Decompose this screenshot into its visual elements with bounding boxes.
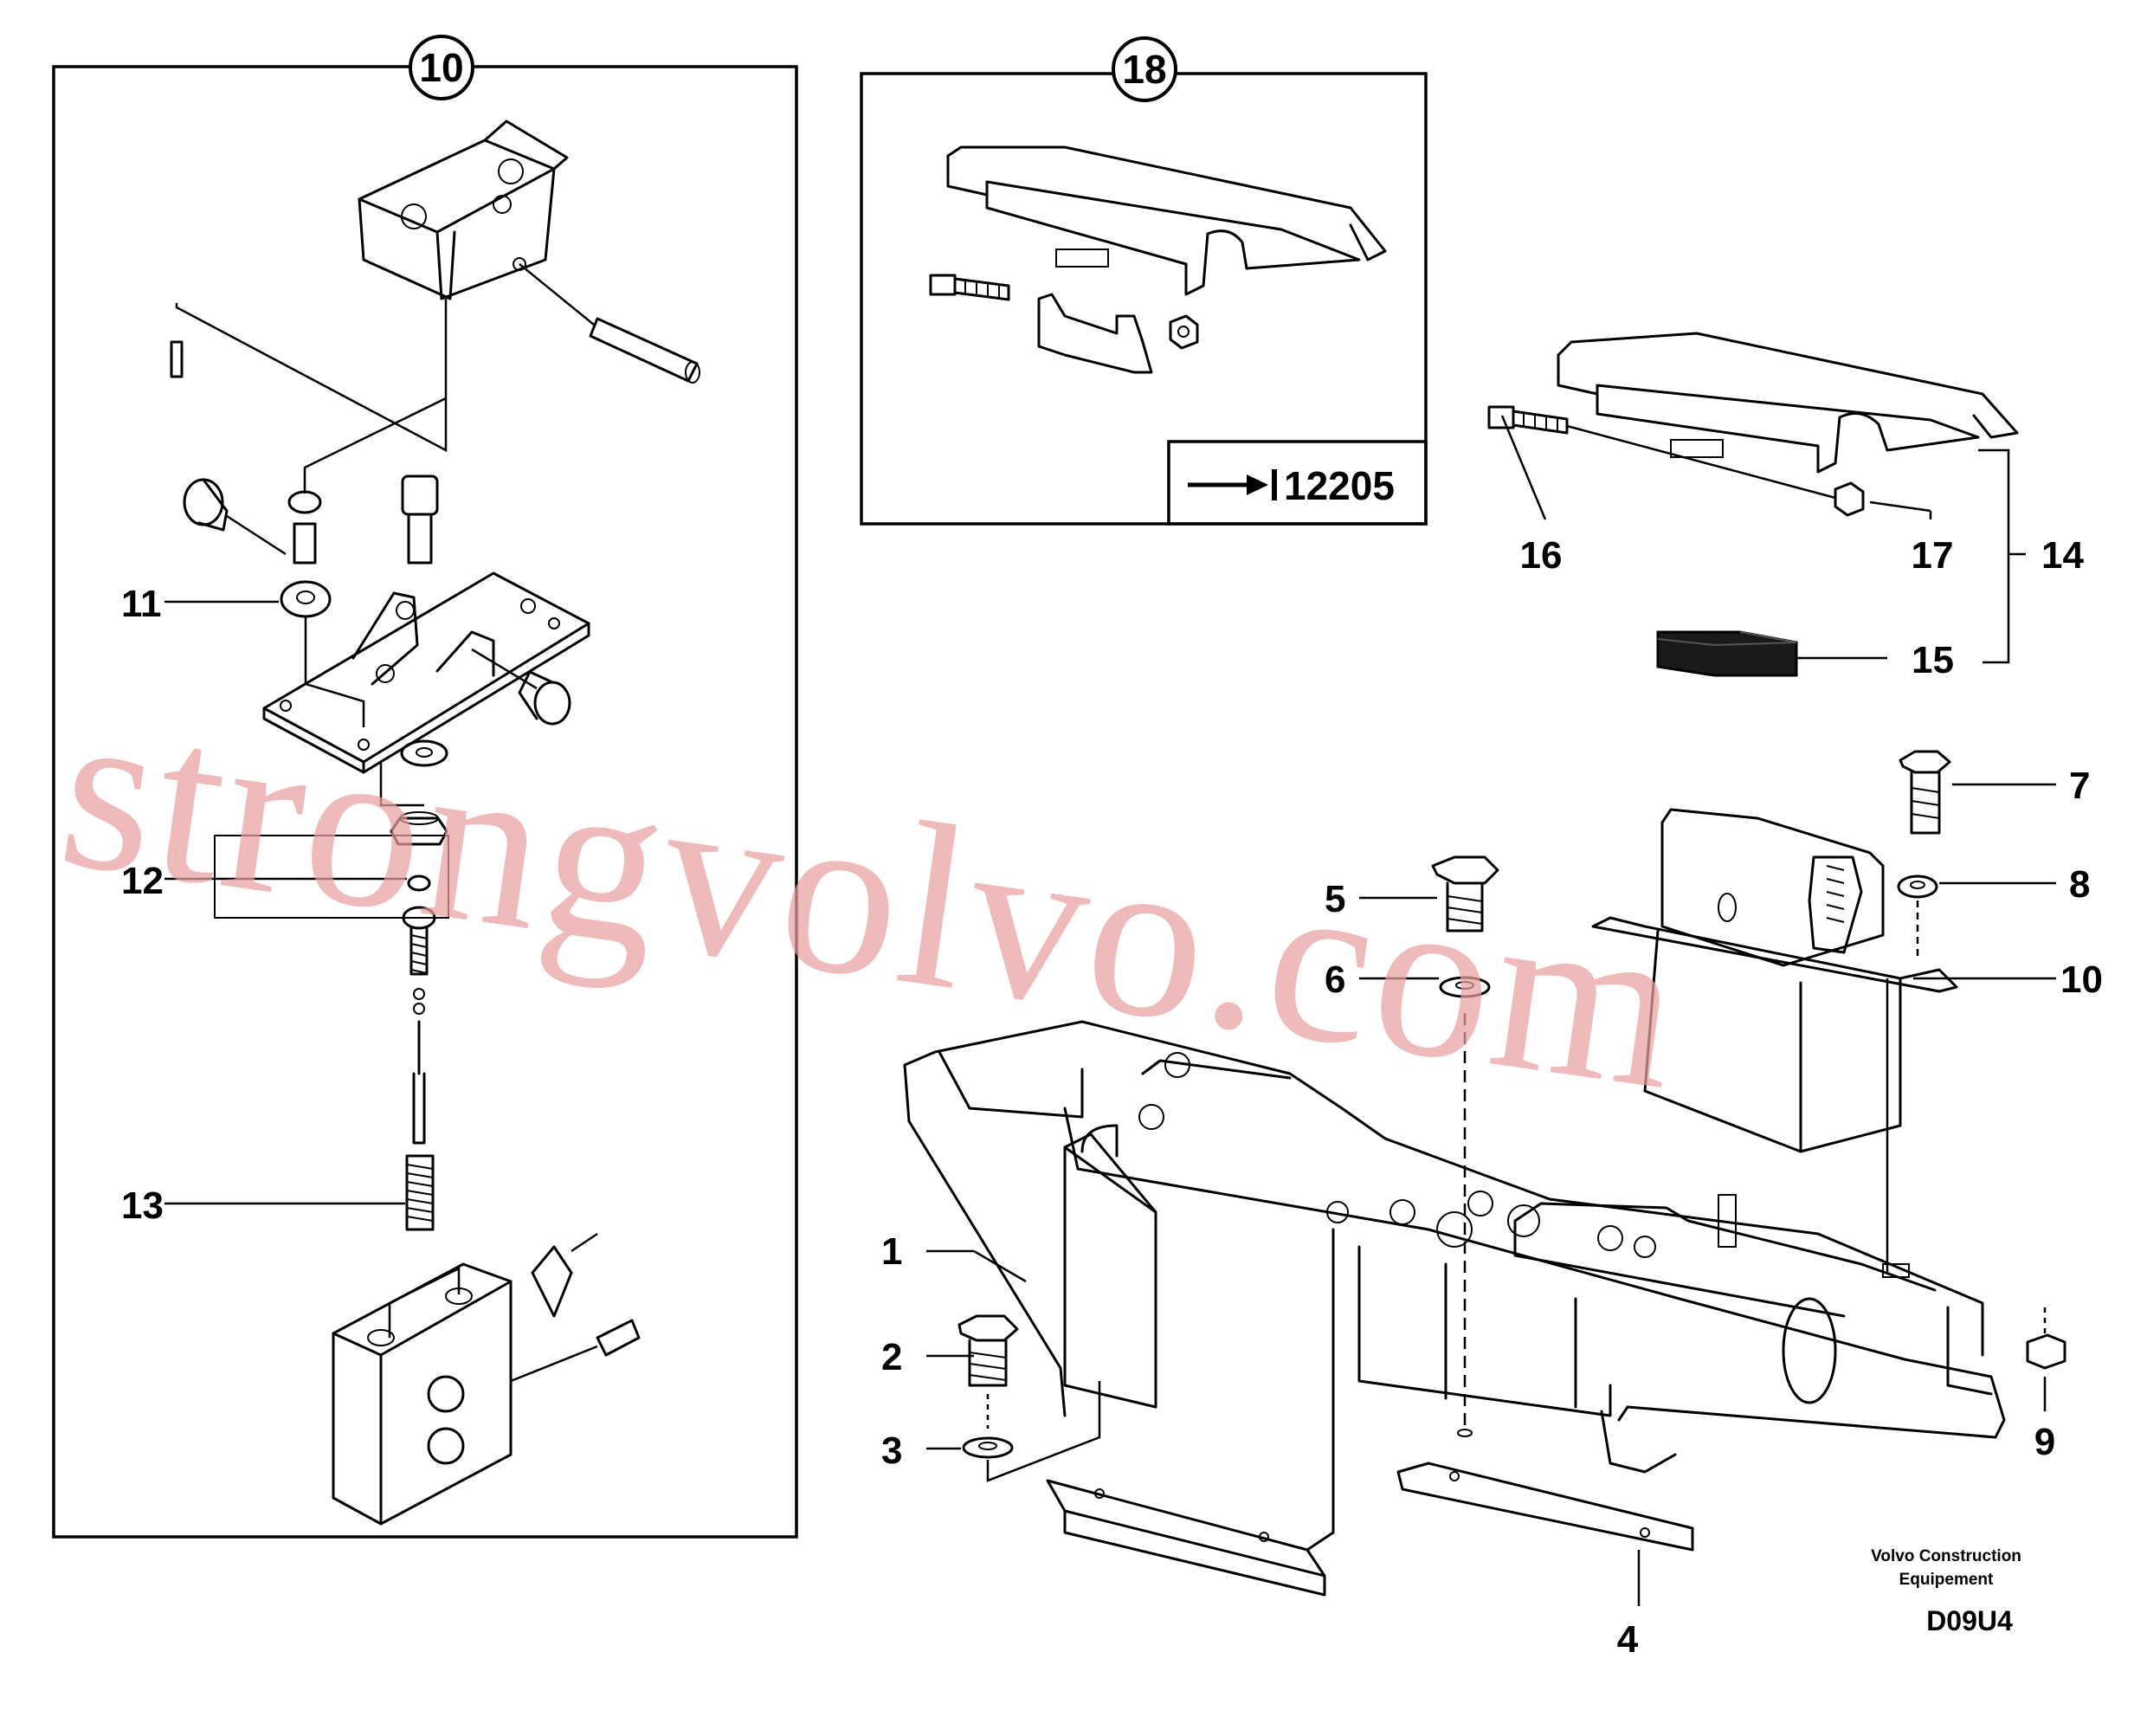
bolt-7 [1899, 750, 1951, 835]
drawing-credit: Volvo Construction Equipement D09U4 [1871, 1547, 2021, 1636]
washer-11 [280, 580, 332, 618]
label-8: 8 [2069, 863, 2090, 906]
arrow-to-bar-icon [1188, 469, 1277, 500]
pedal-unit-10 [1591, 808, 1958, 1278]
valve-block [332, 1262, 513, 1526]
inset-18-callout-label: 18 [1122, 47, 1166, 92]
bushing-right [471, 648, 571, 726]
watermark: strongvolvo.com [48, 656, 1698, 1139]
inset-18-bracket [1037, 293, 1153, 374]
countersunk-screw [510, 1319, 641, 1383]
label-7: 7 [2069, 765, 2090, 807]
bolt-5 [1431, 855, 1499, 933]
nut-bolt-left [287, 397, 447, 565]
cover-14 [1557, 332, 2019, 474]
credit-line-1: Volvo Construction [1871, 1547, 2021, 1565]
label-13: 13 [121, 1184, 164, 1227]
valve-seat-12 [214, 811, 449, 930]
bushing-left [183, 478, 287, 556]
label-17: 17 [1912, 534, 1954, 577]
bolt-2 [957, 1314, 1019, 1429]
inset-18-frame [860, 72, 1428, 526]
label-4: 4 [1617, 1618, 1639, 1661]
nut-17 [1834, 481, 1865, 517]
label-6: 6 [1325, 958, 1345, 1001]
inset-18-nut [1169, 314, 1199, 350]
label-5: 5 [1325, 878, 1345, 920]
label-12: 12 [121, 860, 164, 902]
inset-18-ref-box [1167, 440, 1428, 526]
label-16: 16 [1520, 534, 1563, 577]
plunger-spring-13 [405, 926, 435, 1231]
set-screw [170, 299, 448, 453]
pedal-mounting-frame-1 [903, 1020, 2006, 1597]
label-10: 10 [2060, 958, 2103, 1001]
label-11: 11 [121, 583, 162, 625]
plate-washer [379, 739, 448, 807]
leader-lines [164, 415, 2056, 1450]
label-2: 2 [881, 1336, 902, 1378]
label-9: 9 [2034, 1421, 2055, 1463]
label-1: 1 [881, 1230, 902, 1273]
inset-10-callout-circle [409, 35, 474, 100]
callout-labels: 1 2 3 4 5 6 7 8 9 10 11 12 13 14 15 16 1… [121, 534, 2103, 1661]
pedal-bracket-top [358, 119, 569, 300]
label-14: 14 [2041, 534, 2084, 577]
inset-10-group: 10 [52, 35, 798, 1539]
strap-4 [1396, 1462, 1694, 1606]
inset-18-group: 18 12205 [860, 36, 1428, 526]
retaining-clip [531, 1232, 598, 1318]
drawing-code: D09U4 [1926, 1605, 2013, 1636]
inset-18-callout-circle [1112, 36, 1177, 102]
inset-18-cover [946, 145, 1387, 296]
washer-8 [1897, 874, 1938, 961]
foam-pad-15 [1656, 630, 1798, 677]
pedal-base-plate [262, 571, 590, 774]
nut-9 [2026, 1307, 2066, 1370]
inset-18-bolt [929, 274, 1010, 301]
washer-3 [962, 1381, 1101, 1482]
inset-10-callout-label: 10 [419, 45, 463, 90]
label-3: 3 [881, 1429, 902, 1472]
washer-6 [1439, 976, 1491, 1437]
bolt-16 [1487, 405, 1836, 500]
pedal-pin [519, 263, 700, 384]
label-15: 15 [1912, 639, 1954, 681]
cap-screw [401, 474, 439, 565]
credit-line-2: Equipement [1899, 1571, 1994, 1589]
inset-18-reference-number: 12205 [1284, 463, 1395, 508]
